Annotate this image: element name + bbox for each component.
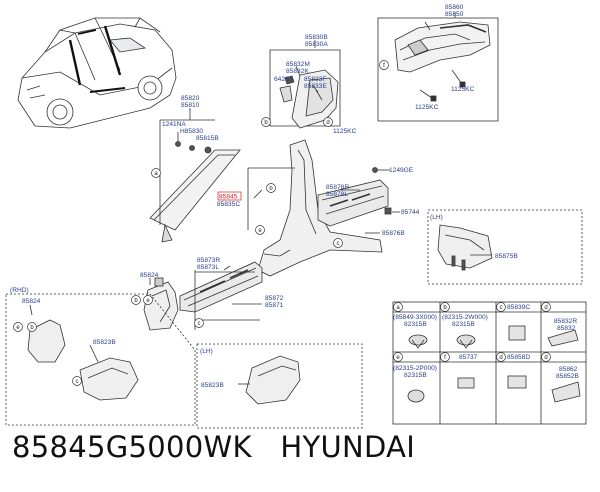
label-85860: 85860 xyxy=(445,4,464,11)
circle-e1: e xyxy=(258,228,262,234)
label-H85830: H85830 xyxy=(180,128,203,135)
front-sill-scuff xyxy=(179,261,263,330)
label-85878R: 85878R xyxy=(326,184,349,191)
label-85862: 85862 xyxy=(559,366,578,373)
table-circle-g: d xyxy=(499,355,502,361)
circle-c3: c xyxy=(76,379,79,385)
caption-part-number: 85845G5000WK xyxy=(12,430,252,464)
label-1249GE: 1249GE xyxy=(389,167,414,174)
circle-e3: e xyxy=(16,325,20,331)
label-rhd: (RHD) xyxy=(10,287,29,294)
label-82315-2P000: (82315-2P000) xyxy=(393,365,437,372)
b-pillar-lower xyxy=(247,139,383,277)
label-lh-kick: (LH) xyxy=(200,348,213,355)
rear-sill-scuff xyxy=(317,167,392,227)
clip-table xyxy=(392,301,587,425)
table-circle-b: b xyxy=(443,305,447,311)
circle-c1: c xyxy=(337,241,340,247)
b-pillar-upper xyxy=(269,49,341,129)
label-85849-3X000: (85849-3X000) xyxy=(393,314,437,321)
a-pillar-trim xyxy=(149,119,241,243)
part-caption: 85845G5000WK HYUNDAI xyxy=(12,430,415,464)
label-85839C: 85839C xyxy=(507,304,530,311)
circle-b1: b xyxy=(264,120,268,126)
circle-e2: e xyxy=(146,298,150,304)
leader-lines xyxy=(29,12,492,385)
circle-b4: b xyxy=(30,325,34,331)
table-circle-c: c xyxy=(500,305,503,311)
label-85875B: 85875B xyxy=(495,253,518,260)
label-85823B-b: 85823B xyxy=(201,382,224,389)
label-1125KC-b: 1125KC xyxy=(415,104,439,111)
label-82315B-c: 82315B xyxy=(404,372,427,379)
kick-panel-center xyxy=(143,277,179,331)
label-85832: 85832 xyxy=(557,325,576,332)
label-64263: 64263 xyxy=(274,76,293,83)
circle-b2: b xyxy=(269,186,273,192)
rhd-inset xyxy=(5,293,196,426)
label-85871: 85871 xyxy=(265,302,284,309)
lh-inset-rear xyxy=(427,209,583,285)
label-85830B: 85830B xyxy=(305,34,328,41)
circle-f1: f xyxy=(383,63,385,69)
label-85835C: 85835C xyxy=(217,201,240,208)
label-85824-a: 85824 xyxy=(140,272,159,279)
table-circle-f: f xyxy=(444,355,446,361)
label-82315-2W000: (82315-2W000) xyxy=(442,314,488,321)
label-85737: 85737 xyxy=(459,354,478,361)
table-circle-a: a xyxy=(396,305,400,311)
label-85820: 85820 xyxy=(181,95,200,102)
label-85873L: 85873L xyxy=(197,264,219,271)
label-85833F: 85833F xyxy=(304,76,326,83)
circle-d1: d xyxy=(326,120,329,126)
label-85832M: 85832M xyxy=(286,61,310,68)
table-circle-h: d xyxy=(544,355,547,361)
highlight-box xyxy=(217,191,242,201)
label-85878L: 85878L xyxy=(326,191,348,198)
circle-b3: b xyxy=(134,298,138,304)
quarter-trim-group xyxy=(377,17,499,122)
table-circle-d: d xyxy=(544,305,547,311)
label-82315B-a: 82315B xyxy=(404,321,427,328)
label-85845-highlighted: 85845 xyxy=(219,194,238,201)
label-85850: 85850 xyxy=(445,11,464,18)
label-85873R: 85873R xyxy=(197,257,220,264)
label-85823B-a: 85823B xyxy=(93,339,116,346)
label-85830A: 85830A xyxy=(305,41,328,48)
label-82315B-b: 82315B xyxy=(452,321,475,328)
label-85744: 85744 xyxy=(401,209,420,216)
label-85810: 85810 xyxy=(181,102,200,109)
label-85832K: 85832K xyxy=(286,68,309,75)
label-85833E: 85833E xyxy=(304,83,327,90)
table-circle-e: e xyxy=(396,355,400,361)
label-85832R: 85832R xyxy=(554,318,577,325)
label-1241NA: 1241NA xyxy=(162,121,186,128)
label-1125KC-a: 1125KC xyxy=(451,86,475,93)
label-lh-rear: (LH) xyxy=(430,214,443,221)
label-85858D: 85858D xyxy=(507,354,530,361)
lh-inset-kick xyxy=(196,343,363,429)
label-85815B: 85815B xyxy=(196,135,219,142)
label-85872: 85872 xyxy=(265,295,284,302)
circle-a1: a xyxy=(154,171,158,177)
car-illustration xyxy=(17,17,177,129)
label-85876B: 85876B xyxy=(382,230,405,237)
label-85852B: 85852B xyxy=(556,373,579,380)
circle-c2: c xyxy=(198,321,201,327)
label-85824-b: 85824 xyxy=(22,298,41,305)
label-1125KC-c: 1125KC xyxy=(333,128,357,135)
caption-brand: HYUNDAI xyxy=(280,430,416,464)
